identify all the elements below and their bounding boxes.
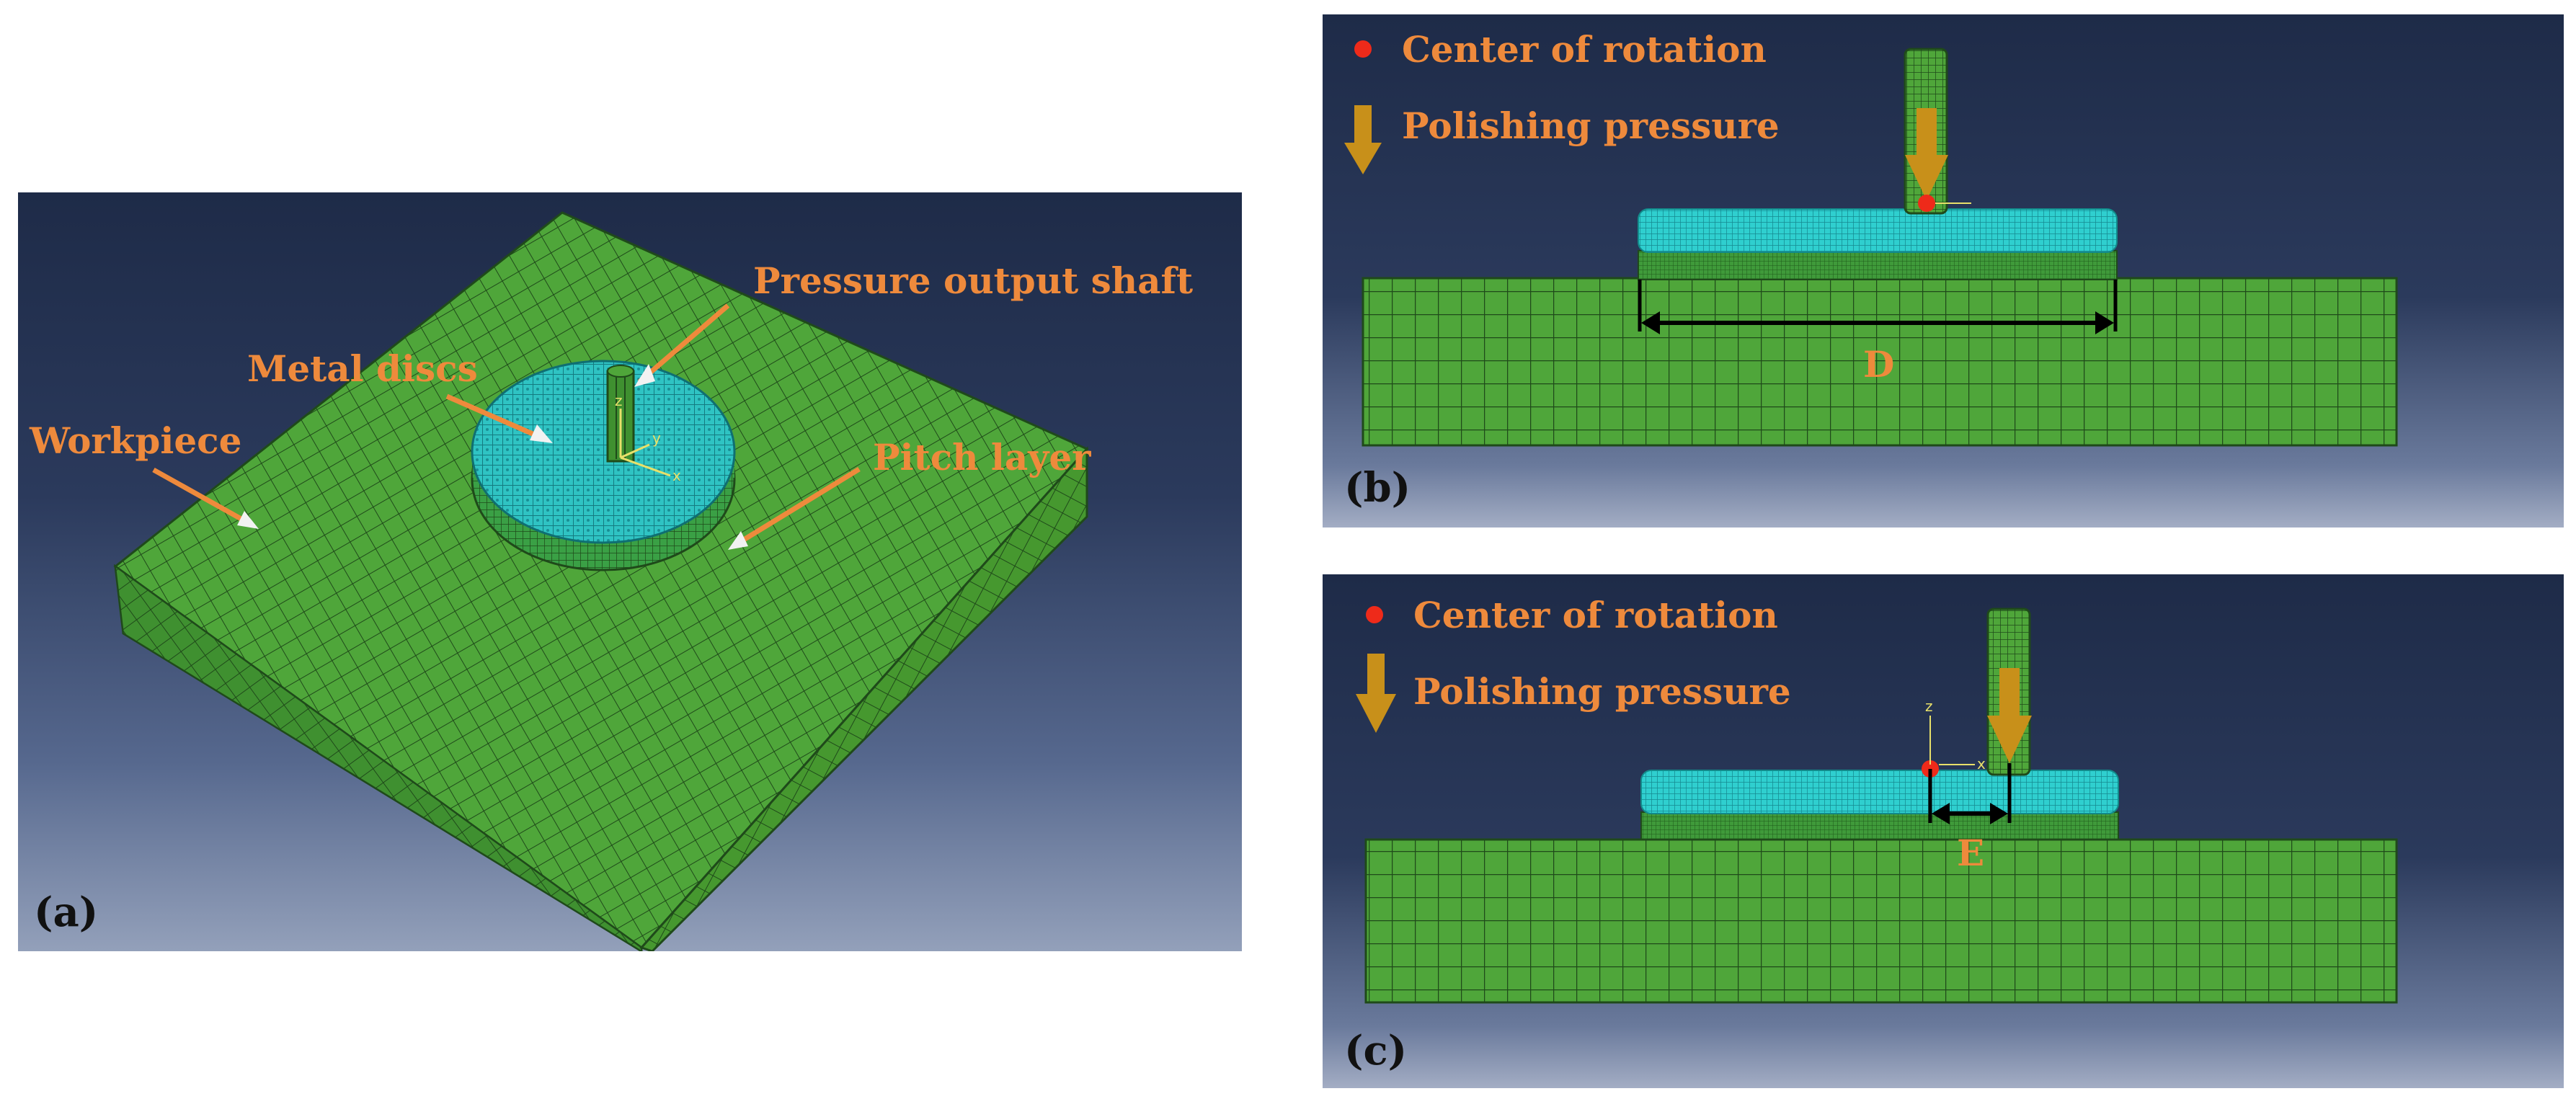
legend-center-of-rotation-dot — [1354, 40, 1372, 58]
axis-z-label: z — [615, 392, 623, 409]
panel-a-tag: (a) — [34, 889, 98, 936]
dimension-e-label: E — [1957, 832, 1984, 874]
legend-center-of-rotation: Center of rotation — [1413, 594, 1778, 636]
panel-b-canvas: D Center of rotation Polishing pressure … — [1344, 28, 2398, 512]
pitch-layer — [1640, 811, 2119, 840]
legend-center-of-rotation-dot — [1366, 606, 1383, 623]
pointer-metal-discs — [445, 393, 546, 442]
panel-a-canvas: z y x Pressure output shaft Metal discs … — [29, 211, 1193, 951]
label-pressure-output-shaft: Pressure output shaft — [753, 259, 1193, 302]
legend-polishing-pressure: Polishing pressure — [1413, 670, 1791, 713]
label-metal-discs: Metal discs — [247, 347, 478, 390]
axis-z-label: z — [1925, 698, 1933, 715]
pitch-layer — [1638, 250, 2118, 280]
shaft-pressure-arrow — [1987, 668, 2032, 763]
dimension-d — [1638, 280, 2118, 334]
axis-triad: z x — [1925, 698, 1986, 773]
dimension-e — [1928, 763, 2012, 824]
legend-polishing-pressure: Polishing pressure — [1402, 104, 1780, 147]
legend-pressure-arrow-icon — [1356, 654, 1396, 733]
axis-triad: z y x — [615, 392, 681, 484]
metal-disc-assembly — [471, 360, 736, 571]
panel-c-canvas: z x E Center of rotation Polishing press… — [1344, 594, 2398, 1074]
legend-center-of-rotation: Center of rotation — [1402, 28, 1767, 71]
panel-b: D Center of rotation Polishing pressure … — [1323, 14, 2564, 527]
axis-y-label: y — [652, 429, 661, 447]
axis-x-label: x — [672, 467, 681, 484]
legend-pressure-arrow-icon — [1344, 105, 1382, 174]
center-of-rotation-marker — [1918, 195, 1935, 212]
pointer-pitch-layer — [735, 467, 861, 546]
pointer-head-shaft — [634, 364, 655, 387]
workpiece-mesh — [1362, 277, 2398, 447]
metal-disc — [1638, 208, 2118, 253]
axis-x-label: x — [1977, 755, 1986, 773]
pointer-pressure-output-shaft — [637, 303, 730, 384]
workpiece-mesh — [1364, 838, 2398, 1004]
label-workpiece: Workpiece — [29, 419, 241, 462]
panel-c-tag: (c) — [1344, 1027, 1407, 1074]
workpiece-block — [113, 211, 1089, 951]
shaft-pressure-arrow — [1905, 108, 1948, 200]
dimension-d-label: D — [1863, 343, 1894, 386]
metal-disc — [1640, 770, 2119, 814]
panel-c: z x E Center of rotation Polishing press… — [1323, 574, 2564, 1088]
label-pitch-layer: Pitch layer — [873, 436, 1091, 478]
pointer-workpiece — [152, 467, 252, 527]
panel-a: z y x Pressure output shaft Metal discs … — [18, 192, 1242, 951]
pointer-head-pitch — [728, 531, 748, 550]
pointer-head-discs — [530, 424, 553, 443]
panel-b-tag: (b) — [1344, 464, 1411, 512]
pointer-head-workpiece — [237, 511, 259, 529]
